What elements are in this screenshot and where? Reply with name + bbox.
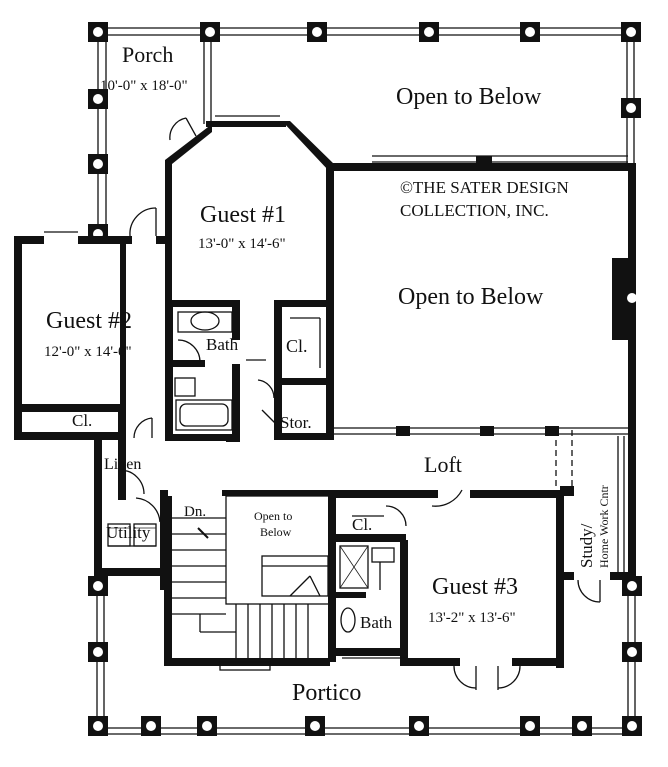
closet1-label: Cl. xyxy=(286,336,308,356)
guest3-size: 13'-2" x 13'-6" xyxy=(428,610,516,626)
guest1-label: Guest #1 xyxy=(200,202,286,228)
closet2-label: Cl. xyxy=(72,411,92,430)
guest2-size: 12'-0" x 14'-0" xyxy=(44,344,132,360)
copyright-line2: COLLECTION, INC. xyxy=(400,201,549,220)
columns-top xyxy=(88,22,641,244)
main-open-walls xyxy=(326,155,637,591)
bath1-label: Bath xyxy=(206,335,239,354)
utility-label: Utility xyxy=(106,523,151,542)
study-line2: Home Work Cntr xyxy=(597,485,611,568)
open-to-below-top-label: Open to Below xyxy=(396,84,542,110)
closet3-label: Cl. xyxy=(352,515,372,534)
open-stair-line1: Open to xyxy=(254,509,292,523)
guest1-walls xyxy=(165,115,335,318)
porch-label: Porch xyxy=(122,42,173,67)
guest3-label: Guest #3 xyxy=(432,574,518,600)
down-label: Dn. xyxy=(184,504,206,520)
bath2-label: Bath xyxy=(360,613,393,632)
copyright-line1: ©THE SATER DESIGN xyxy=(400,178,569,197)
study-line1: Study/ xyxy=(577,523,596,568)
loft-label: Loft xyxy=(424,452,462,477)
loft-walls xyxy=(226,436,574,496)
portico-railing xyxy=(88,576,642,736)
porch-railing xyxy=(97,27,212,232)
guest2-walls xyxy=(14,207,172,500)
open-to-below-main-label: Open to Below xyxy=(398,284,544,310)
portico-label: Portico xyxy=(292,680,361,706)
storage-label: Stor. xyxy=(280,413,312,432)
linen-label: Linen xyxy=(104,456,141,473)
porch-size: 10'-0" x 18'-0" xyxy=(100,78,188,94)
bath1-fixtures xyxy=(165,300,240,441)
guest1-size: 13'-0" x 14'-6" xyxy=(198,236,286,252)
guest2-label: Guest #2 xyxy=(46,308,132,334)
closet-storage-walls xyxy=(246,300,334,440)
open-stair-line2: Below xyxy=(260,525,292,539)
linen-utility-walls xyxy=(94,417,168,590)
